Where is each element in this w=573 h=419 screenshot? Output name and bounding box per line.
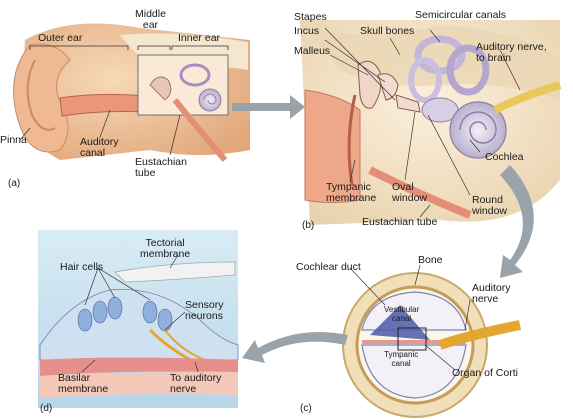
label-round-window: Round window: [472, 195, 507, 217]
label-auditory-nerve-c: Auditory nerve: [472, 283, 511, 305]
panel-letter-c: (c): [300, 403, 312, 414]
label-auditory-canal: Auditory canal: [80, 137, 119, 159]
label-hair-cells: Hair cells: [60, 262, 103, 273]
label-cochlear-duct: Cochlear duct: [296, 262, 361, 273]
label-to-auditory-nerve: To auditory nerve: [170, 373, 221, 395]
label-basilar-membrane: Basilar membrane: [58, 373, 108, 395]
label-vestibular-canal: Vestibular canal: [384, 305, 419, 323]
label-tectorial-membrane: Tectorial membrane: [140, 238, 190, 260]
label-tympanic-membrane: Tympanic membrane: [326, 182, 376, 204]
label-organ-of-corti: Organ of Corti: [452, 368, 518, 379]
label-cochlea: Cochlea: [485, 152, 524, 163]
label-middle-ear: Middle ear: [135, 9, 166, 31]
label-semicircular-canals: Semicircular canals: [415, 10, 506, 21]
label-stapes: Stapes: [294, 12, 327, 23]
panel-letter-a: (a): [8, 178, 20, 189]
label-incus: Incus: [294, 26, 319, 37]
label-oval-window: Oval window: [392, 182, 427, 204]
label-inner-ear: Inner ear: [178, 33, 220, 44]
label-skull-bones: Skull bones: [360, 26, 414, 37]
label-malleus: Malleus: [294, 46, 330, 57]
panel-letter-d: (d): [40, 403, 52, 414]
label-pinna: Pinna: [0, 135, 27, 146]
label-eustachian-tube-a: Eustachian tube: [135, 157, 187, 179]
panel-letter-b: (b): [302, 220, 314, 231]
label-auditory-nerve-b: Auditory nerve, to brain: [476, 42, 547, 64]
label-bone: Bone: [418, 255, 443, 266]
label-outer-ear: Outer ear: [38, 33, 82, 44]
label-tympanic-canal: Tympanic canal: [384, 350, 418, 368]
label-sensory-neurons: Sensory neurons: [185, 300, 224, 322]
label-eustachian-tube-b: Eustachian tube: [362, 217, 437, 228]
arrow-c-to-d: [242, 332, 348, 363]
